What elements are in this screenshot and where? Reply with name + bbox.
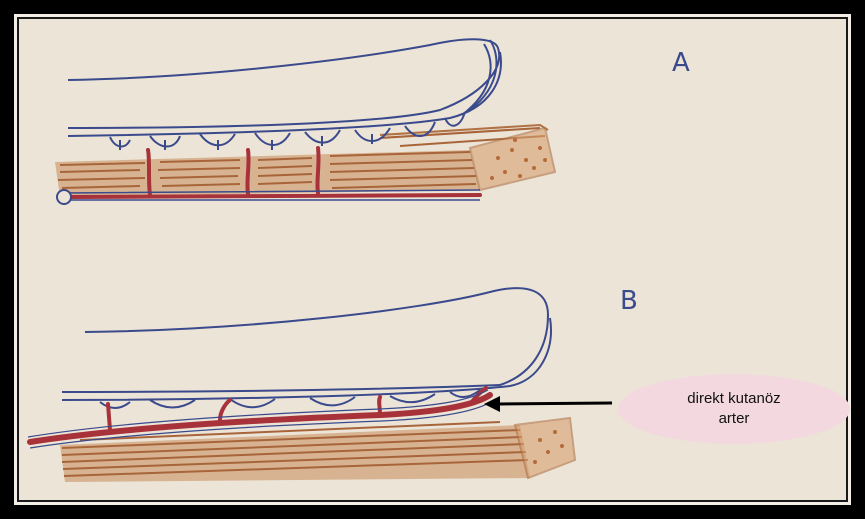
callout-line-1: direkt kutanöz xyxy=(687,389,780,409)
callout-bubble: direkt kutanöz arter xyxy=(618,374,850,444)
panel-b-drawing xyxy=(28,288,575,482)
panel-a-drawing xyxy=(55,39,555,204)
callout-line-2: arter xyxy=(719,409,750,429)
panel-a-skin-flap xyxy=(68,39,501,150)
panel-b-skin-flap xyxy=(62,288,551,408)
panel-a-artery-cross-section xyxy=(57,190,71,204)
callout-arrow xyxy=(484,396,612,412)
panel-b-label: B xyxy=(620,286,639,316)
panel-a-label: A xyxy=(672,48,691,78)
